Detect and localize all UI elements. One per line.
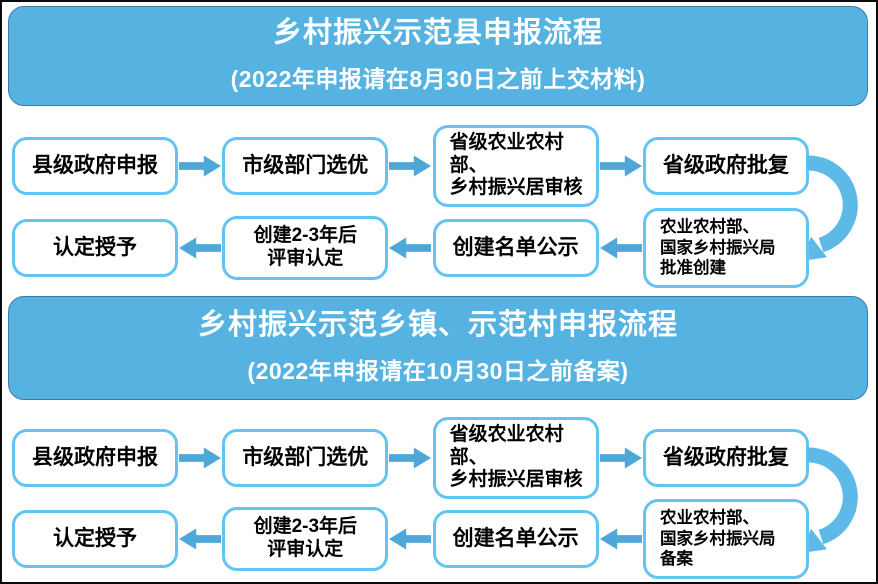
flow-row-township-forward: 县级政府申报 市级部门选优 省级农业农村部、 乡村振兴居审核 省级政府批复 [12, 416, 809, 500]
step-review-after-2-3-years: 创建2-3年后 评审认定 [222, 507, 389, 571]
arrow-left-icon [599, 528, 642, 550]
arrow-left-icon [179, 528, 222, 550]
u-turn-arrow-icon [801, 155, 858, 262]
arrow-left-icon [179, 237, 222, 259]
banner-township-village: 乡村振兴示范乡镇、示范村申报流程 (2022年申报请在10月30日之前备案) [8, 296, 868, 400]
arrow-left-icon [389, 237, 432, 259]
step-creation-list-publicity: 创建名单公示 [432, 510, 599, 568]
flow-row-county-forward: 县级政府申报 市级部门选优 省级农业农村部、 乡村振兴居审核 省级政府批复 [12, 124, 809, 208]
arrow-right-icon [389, 447, 432, 469]
step-county-gov-apply: 县级政府申报 [12, 429, 178, 487]
u-turn-arrow-icon [801, 447, 858, 554]
flow-row-township-backward: 认定授予 创建2-3年后 评审认定 创建名单公示 农业农村部、 国家乡村振兴局 … [12, 496, 809, 582]
step-provincial-gov-approval: 省级政府批复 [642, 137, 809, 195]
step-accreditation-grant: 认定授予 [12, 219, 178, 277]
section-subtitle-county: (2022年申报请在8月30日之前上交材料) [230, 65, 646, 92]
flow-row-county-backward: 认定授予 创建2-3年后 评审认定 创建名单公示 农业农村部、 国家乡村振兴局 … [12, 205, 809, 291]
section-title-county: 乡村振兴示范县申报流程 [272, 17, 603, 50]
arrow-right-icon [389, 155, 432, 177]
arrow-right-icon [179, 447, 222, 469]
step-ministry-approve-creation: 农业农村部、 国家乡村振兴局 批准创建 [642, 208, 809, 288]
banner-county: 乡村振兴示范县申报流程 (2022年申报请在8月30日之前上交材料) [8, 6, 868, 106]
step-city-dept-select: 市级部门选优 [222, 429, 389, 487]
step-review-after-2-3-years: 创建2-3年后 评审认定 [222, 216, 389, 280]
arrow-right-icon [599, 447, 642, 469]
step-county-gov-apply: 县级政府申报 [12, 137, 178, 195]
section-subtitle-township: (2022年申报请在10月30日之前备案) [247, 357, 629, 384]
step-provincial-gov-approval: 省级政府批复 [642, 429, 809, 487]
section-title-township: 乡村振兴示范乡镇、示范村申报流程 [197, 309, 678, 342]
step-accreditation-grant: 认定授予 [12, 510, 178, 568]
step-city-dept-select: 市级部门选优 [222, 137, 389, 195]
arrow-right-icon [599, 155, 642, 177]
arrow-right-icon [179, 155, 222, 177]
step-provincial-review: 省级农业农村部、 乡村振兴居审核 [432, 416, 599, 500]
step-ministry-filing: 农业农村部、 国家乡村振兴局 备案 [642, 499, 809, 579]
arrow-left-icon [389, 528, 432, 550]
arrow-left-icon [599, 237, 642, 259]
step-creation-list-publicity: 创建名单公示 [432, 219, 599, 277]
step-provincial-review: 省级农业农村部、 乡村振兴居审核 [432, 124, 599, 208]
